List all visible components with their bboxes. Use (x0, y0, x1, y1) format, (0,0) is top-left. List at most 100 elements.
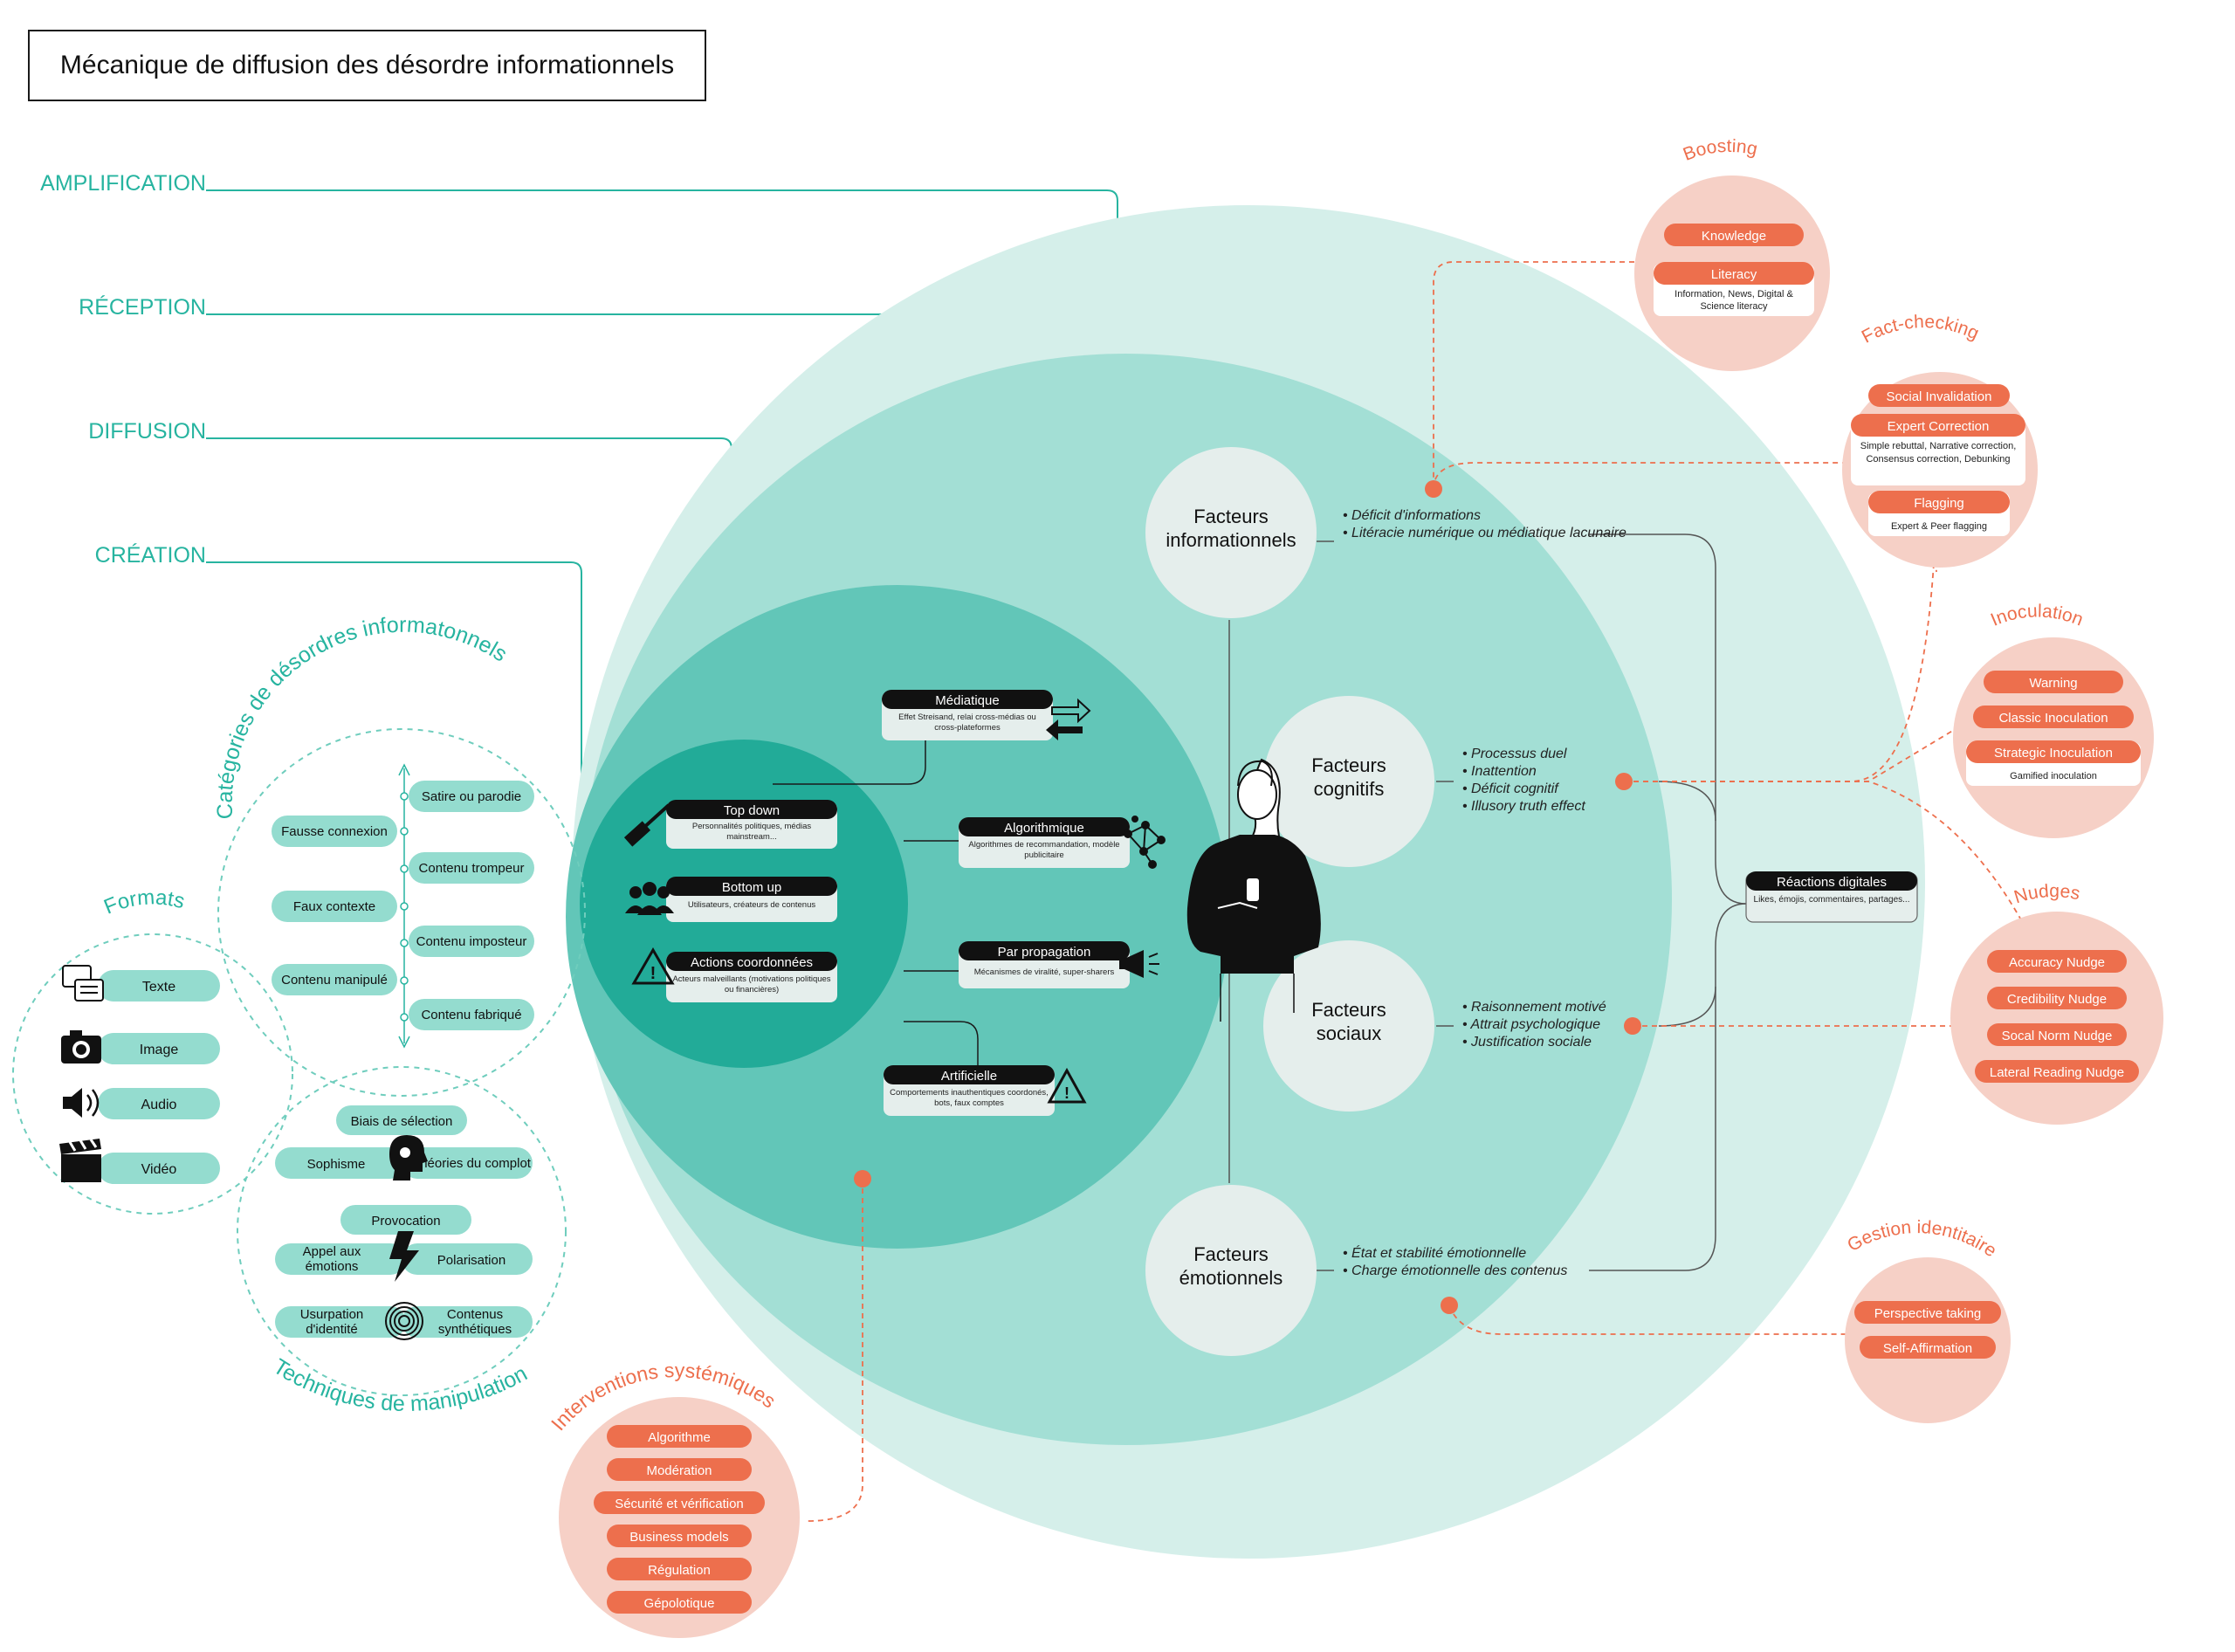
sys-regulation (607, 1558, 752, 1580)
sys-algorithme (607, 1425, 752, 1448)
sys-business-models (607, 1525, 752, 1547)
dot-informationnels (1425, 480, 1442, 498)
stage-amplification: AMPLIFICATION (40, 171, 206, 196)
inoc-strategic (1966, 740, 2141, 763)
factor-sociaux-circle (1263, 940, 1434, 1112)
svg-text:Sécurité et vérification: Sécurité et vérification (615, 1497, 744, 1511)
woman-figure-icon (1186, 758, 1321, 1022)
fact-social-invalidation (1868, 384, 2010, 407)
reactions-box: Réactions digitales Likes, émojis, comme… (1745, 871, 1918, 923)
svg-text:Actions coordonnées: Actions coordonnées (691, 955, 813, 970)
svg-text:Gamified inoculation: Gamified inoculation (2010, 771, 2097, 781)
bullet-soc-1: • Raisonnement motivé (1462, 1000, 1606, 1015)
group-icon (625, 882, 674, 915)
nudges-circle (1950, 912, 2163, 1125)
fact-flagging (1868, 491, 2010, 513)
factor-emotionnels-circle (1145, 1185, 1317, 1356)
cat-faux-contexte (272, 891, 397, 922)
svg-text:Social Invalidation: Social Invalidation (1887, 389, 1992, 404)
fact-expert-correction (1851, 414, 2025, 437)
factor-informationnels-circle (1145, 447, 1317, 618)
factor-sociaux-label: Facteurs sociaux (1311, 999, 1386, 1044)
sys-geopolitique (607, 1591, 752, 1614)
svg-text:Médiatique: Médiatique (935, 693, 999, 708)
warning-icon: ! (631, 947, 675, 985)
format-texte (98, 970, 220, 1002)
syringe-icon (623, 803, 670, 847)
tech-polarisation (402, 1243, 533, 1275)
reactions-desc: Likes, émojis, commentaires, partages... (1753, 895, 1910, 905)
svg-text:Vidéo: Vidéo (141, 1162, 177, 1177)
megaphone-icon (1119, 950, 1159, 978)
svg-text:Classic Inoculation: Classic Inoculation (1998, 711, 2108, 726)
reactions-title: Réactions digitales (1777, 875, 1887, 890)
svg-text:Sophisme: Sophisme (307, 1157, 366, 1172)
gestion-self-affirmation (1860, 1336, 1996, 1359)
factor-emotionnels-label: Facteurs émotionnels (1179, 1243, 1283, 1289)
speaker-icon (63, 1088, 100, 1118)
nudge-social-norm (1987, 1023, 2127, 1046)
bullet-cog-2: • Inattention (1462, 764, 1537, 779)
svg-text:Bottom up: Bottom up (722, 880, 781, 895)
bullet-info-2: • Litéracie numérique ou médiatique lacu… (1343, 526, 1626, 540)
bullet-cog-3: • Déficit cognitif (1462, 781, 1559, 796)
network-icon (1124, 816, 1166, 869)
format-image (98, 1033, 220, 1064)
svg-text:Expert Correction: Expert Correction (1888, 419, 1990, 434)
inoc-classic (1973, 706, 2134, 728)
svg-text:Business models: Business models (629, 1530, 728, 1545)
svg-text:Perspective taking: Perspective taking (1874, 1306, 1982, 1321)
bullet-emo-1: • État et stabilité émotionnelle (1343, 1244, 1526, 1261)
svg-text:Audio: Audio (141, 1098, 177, 1112)
svg-text:Flagging: Flagging (1914, 496, 1964, 511)
svg-text:Knowledge: Knowledge (1702, 229, 1766, 244)
cat-contenu-imposteur (409, 926, 534, 957)
svg-text:Self-Affirmation: Self-Affirmation (1883, 1341, 1972, 1356)
fact-checking-title: Fact-checking (1859, 312, 1983, 348)
bullet-soc-3: • Justification sociale (1462, 1035, 1592, 1050)
nudges-title: Nudges (2012, 881, 2081, 907)
tech-sophisme (275, 1147, 406, 1179)
tech-provocation (340, 1205, 471, 1235)
svg-text:Socal Norm Nudge: Socal Norm Nudge (2002, 1029, 2113, 1043)
svg-text:Gépolotique: Gépolotique (644, 1596, 715, 1611)
cat-satire (409, 781, 534, 812)
channel-algorithmique: Algorithmique Algorithmes de recommandat… (959, 817, 1130, 868)
gestion-perspective (1854, 1301, 2001, 1324)
svg-text:Texte: Texte (142, 980, 175, 995)
tech-usurpation (275, 1306, 406, 1338)
warning-icon: ! (1047, 1067, 1087, 1104)
inoc-warning (1984, 671, 2123, 693)
fingerprint-icon (385, 1302, 423, 1340)
boosting-title: Boosting (1681, 136, 1759, 165)
sys-moderation (607, 1458, 752, 1481)
formats-circle (12, 933, 293, 1215)
cat-contenu-trompeur (409, 852, 534, 884)
clapperboard-icon (59, 1139, 101, 1182)
inoculation-circle (1953, 637, 2154, 838)
techniques-title: Techniques de manipulation (269, 1354, 532, 1416)
actor-bottom-up: Bottom up Utilisateurs, créateurs de con… (666, 877, 837, 922)
cat-fausse-connexion (272, 816, 397, 847)
stage-creation: CRÉATION (95, 542, 206, 568)
svg-text:Algorithmique: Algorithmique (1004, 821, 1084, 836)
svg-text:Literacy: Literacy (1711, 267, 1757, 282)
factor-cognitifs-label: Facteurs cognitifs (1311, 754, 1386, 800)
svg-text:Algorithme: Algorithme (648, 1430, 711, 1445)
nudge-accuracy (1987, 950, 2127, 973)
lightning-icon (389, 1231, 419, 1282)
channel-mediatique: Médiatique Effet Streisand, relai cross-… (882, 690, 1053, 740)
boosting-literacy (1654, 262, 1814, 285)
channel-propagation: Par propagation Mécanismes de viralité, … (959, 941, 1130, 988)
svg-text:Provocation: Provocation (371, 1214, 440, 1229)
boosting-knowledge (1664, 224, 1804, 246)
format-audio (98, 1088, 220, 1119)
svg-text:Polarisation: Polarisation (437, 1253, 505, 1268)
bullet-soc-2: • Attrait psychologique (1462, 1017, 1600, 1032)
factor-cognitifs-circle (1263, 696, 1434, 867)
chat-bubbles-icon (62, 965, 104, 1002)
actor-top-down: Top down Personnalités politiques, média… (666, 800, 837, 849)
page-title: Mécanique de diffusion des désordre info… (28, 30, 706, 101)
bullet-emo-2: • Charge émotionnelle des contenus (1343, 1263, 1567, 1278)
